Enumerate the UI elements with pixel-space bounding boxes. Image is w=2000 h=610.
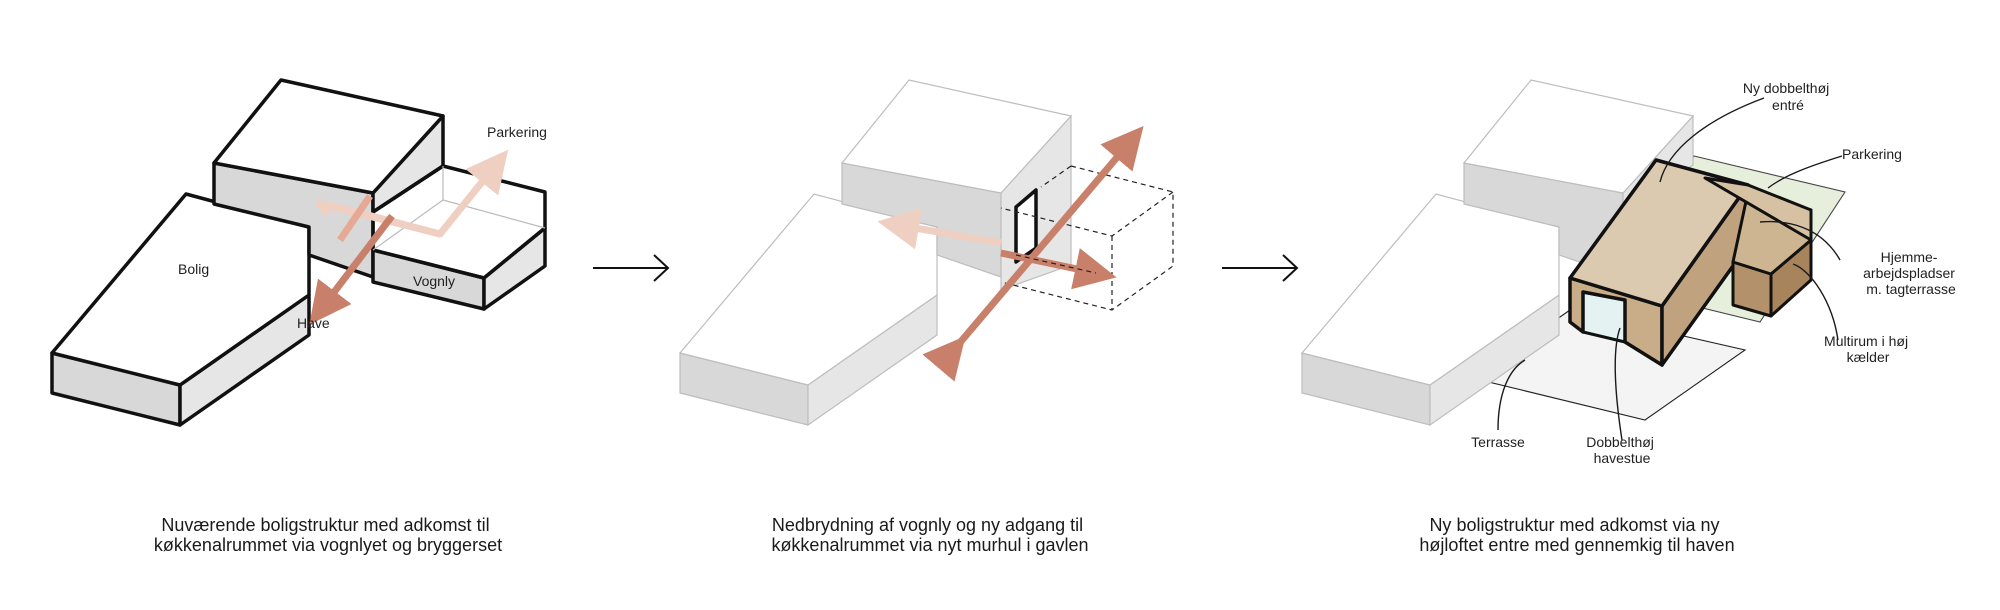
panel-existing: Parkering Bolig Vognly Have xyxy=(50,78,547,427)
existing-access-arrows xyxy=(309,149,509,325)
new-extension xyxy=(1568,158,1813,367)
panel-proposal: Ny dobbelthøj entré Parkering Hjemme- ar… xyxy=(1300,79,1959,466)
dwelling-volume-2 xyxy=(678,193,938,427)
leader-lines xyxy=(1497,97,1843,441)
label-parking-1: Parkering xyxy=(487,124,547,140)
dwelling-volume-3 xyxy=(1300,193,1560,427)
process-arrow-2 xyxy=(1222,254,1299,282)
label-garden-room: Dobbelthøj havestue xyxy=(1586,434,1658,466)
label-multiroom: Multirum i høj kælder xyxy=(1824,333,1912,365)
caption-panel-2: Nedbrydning af vognly og ny adgang til k… xyxy=(771,515,1088,555)
caption-panel-3: Ny boligstruktur med adkomst via ny højl… xyxy=(1419,515,1734,555)
process-arrow-1 xyxy=(593,254,670,282)
label-parking-3: Parkering xyxy=(1842,146,1902,162)
panel-demolition xyxy=(678,79,1174,427)
label-dwelling: Bolig xyxy=(178,261,209,277)
carport-volume xyxy=(371,164,547,311)
label-workspace: Hjemme- arbejdspladser m. tagterrasse xyxy=(1863,249,1959,297)
label-garden: Have xyxy=(297,315,330,331)
label-terrace: Terrasse xyxy=(1471,434,1525,450)
caption-panel-1: Nuværende boligstruktur med adkomst til … xyxy=(154,515,502,555)
label-carport: Vognly xyxy=(413,273,455,289)
label-new-entrance: Ny dobbelthøj entré xyxy=(1743,80,1833,113)
new-access-arrows xyxy=(877,125,1144,382)
dwelling-volume xyxy=(50,192,311,427)
